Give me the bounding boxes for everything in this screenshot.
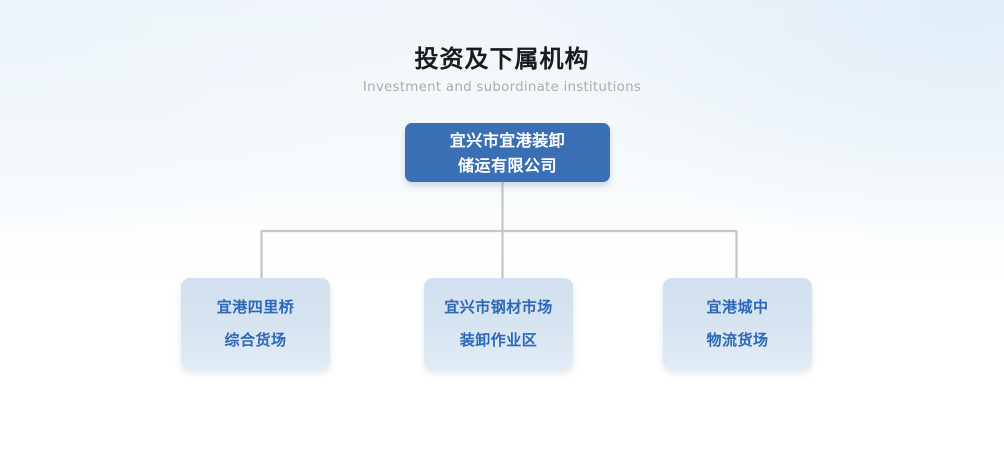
org-node-child-3-line-2: 物流货场 [706, 330, 769, 349]
org-node-child-3-line-1: 宜港城中 [706, 297, 769, 316]
org-node-child-2-line-2: 装卸作业区 [459, 330, 538, 349]
org-node-root-line-1: 宜兴市宜港装卸 [449, 130, 566, 150]
org-node-child-2-line-1: 宜兴市钢材市场 [444, 297, 553, 316]
org-node-child-1[interactable]: 宜港四里桥 综合货场 [181, 278, 330, 369]
org-node-root[interactable]: 宜兴市宜港装卸 储运有限公司 [405, 123, 610, 182]
org-node-root-line-2: 储运有限公司 [457, 155, 557, 175]
org-node-child-1-line-2: 综合货场 [224, 330, 287, 349]
page-subtitle: Investment and subordinate institutions [362, 79, 642, 95]
org-node-child-3[interactable]: 宜港城中 物流货场 [663, 278, 812, 369]
page-heading: 投资及下属机构 Investment and subordinate insti… [0, 44, 1004, 95]
page-title: 投资及下属机构 [414, 45, 590, 73]
org-node-child-1-line-1: 宜港四里桥 [216, 297, 295, 316]
org-node-child-2[interactable]: 宜兴市钢材市场 装卸作业区 [424, 278, 573, 369]
